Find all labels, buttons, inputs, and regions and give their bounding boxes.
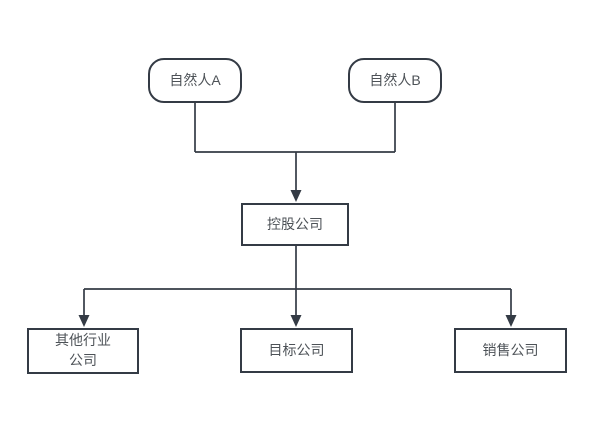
arrowhead-target bbox=[290, 315, 302, 327]
node-person-b-label: 自然人B bbox=[369, 71, 421, 88]
node-person-b: 自然人B bbox=[348, 58, 442, 103]
node-sales-company: 销售公司 bbox=[454, 328, 567, 373]
node-target-company: 目标公司 bbox=[240, 328, 353, 373]
node-target-company-label: 目标公司 bbox=[268, 341, 325, 358]
node-other-industry-company: 其他行业 公司 bbox=[27, 328, 139, 374]
node-person-a: 自然人A bbox=[148, 58, 242, 103]
arrowhead-other-industry bbox=[78, 315, 90, 327]
node-sales-company-label: 销售公司 bbox=[482, 341, 539, 358]
arrowhead-holding bbox=[290, 190, 302, 202]
arrowhead-sales bbox=[505, 315, 517, 327]
node-holding-company: 控股公司 bbox=[241, 203, 349, 246]
node-person-a-label: 自然人A bbox=[169, 71, 221, 88]
connector-lines bbox=[83, 103, 512, 323]
node-other-industry-company-label: 其他行业 公司 bbox=[55, 332, 111, 368]
arrowheads bbox=[78, 190, 517, 327]
node-holding-company-label: 控股公司 bbox=[267, 215, 323, 232]
